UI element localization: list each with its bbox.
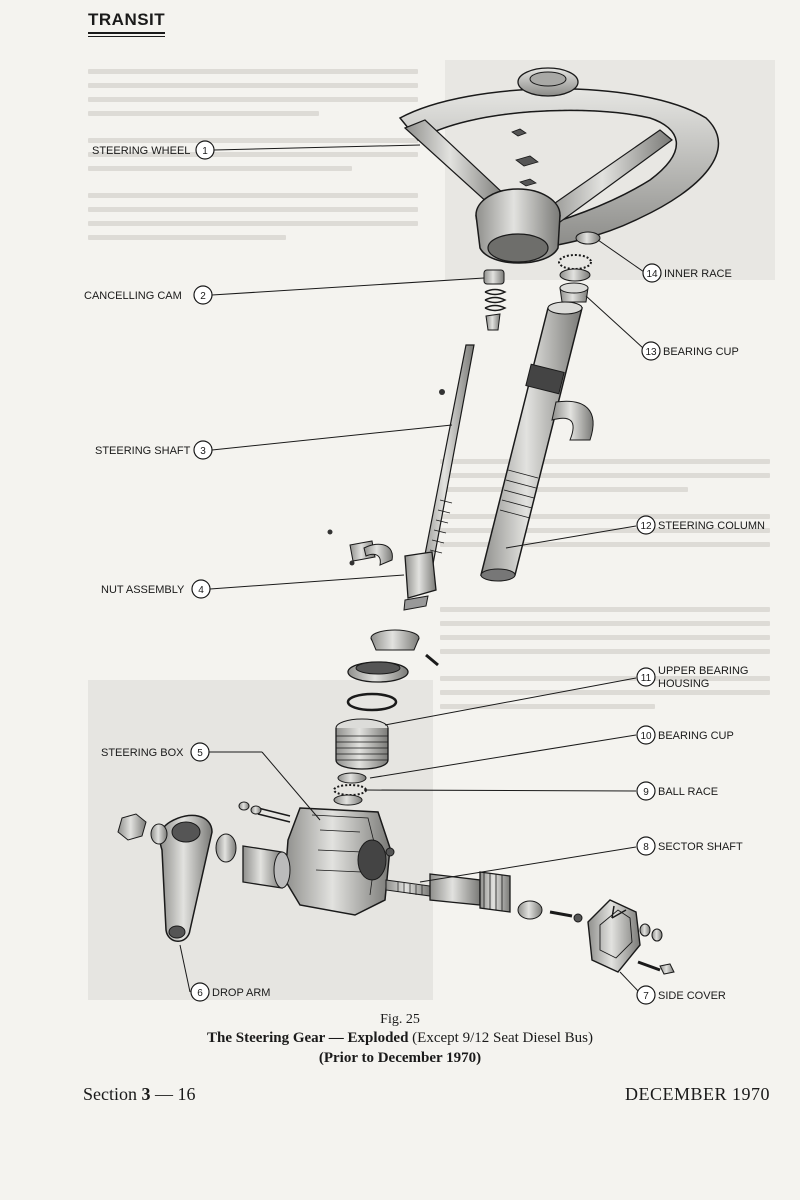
svg-text:STEERING WHEEL: STEERING WHEEL: [92, 145, 190, 157]
bleed-through-text-left: [88, 60, 418, 249]
svg-text:2: 2: [200, 291, 206, 302]
svg-text:10: 10: [640, 731, 652, 742]
svg-text:7: 7: [643, 991, 649, 1002]
svg-text:11: 11: [641, 673, 652, 684]
callout-bearing-cup-upper: 13 BEARING CUP: [585, 295, 739, 361]
figure-number: Fig. 25: [380, 1012, 420, 1027]
callout-cancelling-cam: CANCELLING CAM 2: [84, 277, 485, 305]
svg-text:8: 8: [643, 842, 649, 853]
steering-shaft-part: [419, 344, 475, 581]
svg-text:UPPER BEARING: UPPER BEARING: [658, 665, 748, 677]
svg-text:STEERING SHAFT: STEERING SHAFT: [95, 445, 191, 457]
section-number: 3: [141, 1084, 151, 1104]
svg-text:HOUSING: HOUSING: [658, 678, 709, 690]
bleed-through-text-right: [440, 450, 770, 718]
svg-text:4: 4: [198, 585, 204, 596]
figure-subtitle: (Prior to December 1970): [318, 1050, 482, 1066]
upper-bearing-housing-part: [346, 629, 439, 712]
callout-drop-arm: 6 DROP ARM: [179, 944, 270, 1002]
svg-text:SIDE COVER: SIDE COVER: [658, 990, 726, 1002]
inner-race-part: [558, 231, 601, 282]
section-suffix: — 16: [150, 1084, 196, 1104]
callout-upper-bearing-housing: 11 UPPER BEARING HOUSING: [384, 665, 748, 726]
callout-steering-column: 12 STEERING COLUMN: [505, 515, 765, 549]
bearing-cup-lower-part: [335, 718, 389, 770]
svg-text:BEARING CUP: BEARING CUP: [663, 346, 739, 358]
callout-ball-race: 9 BALL RACE: [363, 781, 718, 801]
svg-text:DROP ARM: DROP ARM: [212, 987, 270, 999]
exploded-steering-diagram: STEERING WHEEL 1 CANCELLING CAM 2 STEERI…: [84, 60, 775, 1005]
callout-steering-wheel: STEERING WHEEL 1: [92, 140, 421, 160]
cancelling-cam-part: [483, 269, 507, 331]
steering-column-part: [480, 301, 594, 582]
svg-text:CANCELLING CAM: CANCELLING CAM: [84, 290, 182, 302]
figure-title: The Steering Gear — Exploded (Except 9/1…: [0, 1030, 800, 1047]
nut-assembly-part: [327, 529, 437, 611]
publication-date: DECEMBER 1970: [624, 1084, 770, 1104]
sector-shaft-part: [385, 871, 511, 913]
svg-text:BALL RACE: BALL RACE: [658, 786, 718, 798]
svg-text:5: 5: [197, 748, 203, 759]
bearing-cup-upper-part: [559, 282, 589, 303]
side-cover-part: [517, 899, 675, 975]
svg-text:9: 9: [643, 787, 649, 798]
svg-text:12: 12: [640, 521, 652, 532]
callout-inner-race: 14 INNER RACE: [597, 239, 732, 283]
callout-side-cover: 7 SIDE COVER: [619, 971, 726, 1005]
svg-text:SECTOR SHAFT: SECTOR SHAFT: [658, 841, 743, 853]
svg-text:1: 1: [202, 146, 208, 157]
callout-steering-box: STEERING BOX 5: [101, 742, 321, 821]
svg-text:14: 14: [646, 269, 658, 280]
svg-text:STEERING BOX: STEERING BOX: [101, 747, 184, 759]
drop-arm-part: [117, 813, 291, 942]
steering-box-part: [238, 801, 395, 916]
section-prefix: Section: [83, 1084, 142, 1104]
svg-text:STEERING COLUMN: STEERING COLUMN: [658, 520, 765, 532]
svg-text:13: 13: [645, 347, 657, 358]
callout-sector-shaft: 8 SECTOR SHAFT: [419, 836, 743, 883]
svg-text:6: 6: [197, 988, 203, 999]
section-page-number: Section 3 — 16: [83, 1084, 196, 1105]
svg-text:3: 3: [200, 446, 206, 457]
header-title: TRANSIT: [88, 10, 166, 37]
figure-title-rest: (Except 9/12 Seat Diesel Bus): [408, 1030, 593, 1046]
svg-text:INNER RACE: INNER RACE: [664, 268, 732, 280]
callout-bearing-cup-lower: 10 BEARING CUP: [369, 725, 734, 779]
callout-nut-assembly: NUT ASSEMBLY 4: [101, 574, 405, 599]
svg-text:BEARING CUP: BEARING CUP: [658, 730, 734, 742]
svg-text:NUT ASSEMBLY: NUT ASSEMBLY: [101, 584, 185, 596]
figure-title-bold: The Steering Gear — Exploded: [207, 1030, 409, 1046]
steering-wheel-part: [398, 67, 720, 264]
callout-steering-shaft: STEERING SHAFT 3: [95, 424, 453, 460]
